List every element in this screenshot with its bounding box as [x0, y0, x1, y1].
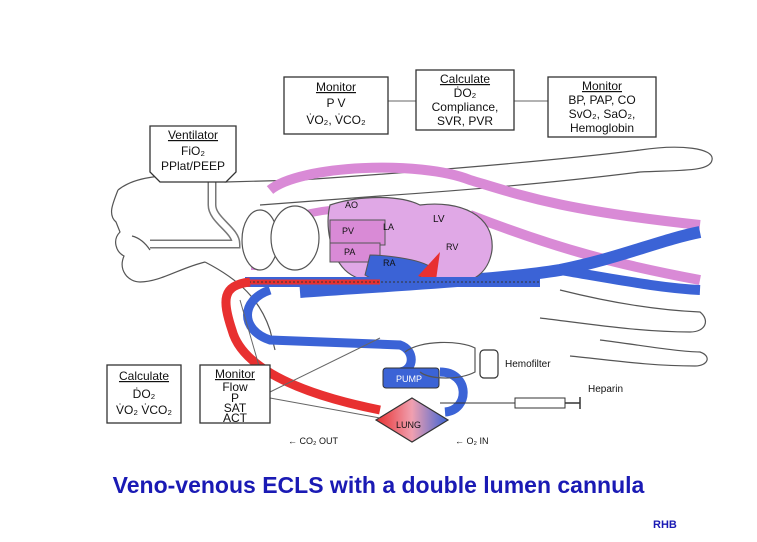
calculate-top-box: Calculate ḊO₂ Compliance, SVR, PVR — [415, 69, 515, 131]
monitor-bottom-line1: Flow — [222, 380, 248, 394]
monitor-top-box: Monitor P V V̇O₂, V̇CO₂ — [283, 76, 389, 135]
ventilator-tube — [150, 180, 241, 249]
monitor-right-line2: SvO₂, SaO₂, — [569, 107, 636, 121]
label-ra: RA — [383, 258, 396, 268]
calculate-top-line3: SVR, PVR — [437, 114, 493, 128]
ventilator-line2: PPlat/PEEP — [161, 159, 225, 173]
patient-outline — [110, 146, 713, 367]
calculate-bottom-line1: ḊO₂ — [133, 387, 156, 401]
monitor-bottom-box: Monitor Flow P SAT ACT — [199, 364, 271, 425]
monitor-top-title: Monitor — [316, 80, 356, 94]
pump-label: PUMP — [396, 374, 422, 384]
monitor-right-box: Monitor BP, PAP, CO SvO₂, SaO₂, Hemoglob… — [547, 76, 657, 138]
label-lv: LV — [433, 214, 445, 225]
label-la: LA — [383, 222, 394, 232]
label-ao: AO — [345, 200, 358, 210]
ventilator-line1: FiO₂ — [181, 144, 205, 158]
ecls-circuit — [221, 277, 468, 417]
ventilator-title: Ventilator — [168, 128, 218, 142]
label-pv: PV — [342, 226, 354, 236]
monitor-right-line1: BP, PAP, CO — [568, 93, 635, 107]
calculate-top-line2: Compliance, — [432, 100, 499, 114]
monitor-bottom-line2: P — [231, 391, 239, 405]
hemofilter — [404, 341, 499, 379]
label-rv: RV — [446, 242, 458, 252]
lung-label: LUNG — [396, 420, 421, 430]
calculate-bottom-box: Calculate ḊO₂ V̇O₂ V̇CO₂ — [106, 364, 182, 424]
lungs — [241, 205, 320, 271]
o2-in-label: ← O₂ IN — [455, 436, 489, 446]
heparin-syringe — [440, 397, 581, 409]
ventilator-box: Ventilator FiO₂ PPlat/PEEP — [149, 125, 237, 183]
monitor-top-line1: P V — [326, 96, 345, 110]
hemofilter-label: Hemofilter — [505, 359, 551, 370]
monitor-bottom-line3: SAT — [224, 401, 247, 415]
monitor-bottom-line4: ACT — [223, 411, 248, 425]
heparin-label: Heparin — [588, 384, 623, 395]
monitor-right-line3: Hemoglobin — [570, 121, 634, 135]
label-pa: PA — [344, 247, 355, 257]
calculate-top-title: Calculate — [440, 72, 490, 86]
monitor-right-title: Monitor — [582, 79, 622, 93]
co2-out-label: ← CO₂ OUT — [288, 436, 338, 446]
calculate-top-line1: ḊO₂ — [454, 86, 477, 100]
calculate-bottom-title: Calculate — [119, 369, 169, 383]
ecls-diagram: AO LV LA PV PA RV RA PUMP Hemofilter Hep… — [106, 69, 713, 446]
calculate-bottom-line2: V̇O₂ V̇CO₂ — [116, 403, 172, 417]
monitor-bottom-title: Monitor — [215, 367, 255, 381]
diagram-caption: Veno-venous ECLS with a double lumen can… — [112, 472, 645, 498]
heart — [327, 196, 493, 285]
monitor-top-line2: V̇O₂, V̇CO₂ — [306, 113, 366, 127]
author-credit: RHB — [653, 519, 677, 531]
oxygenator-lung — [374, 397, 450, 443]
